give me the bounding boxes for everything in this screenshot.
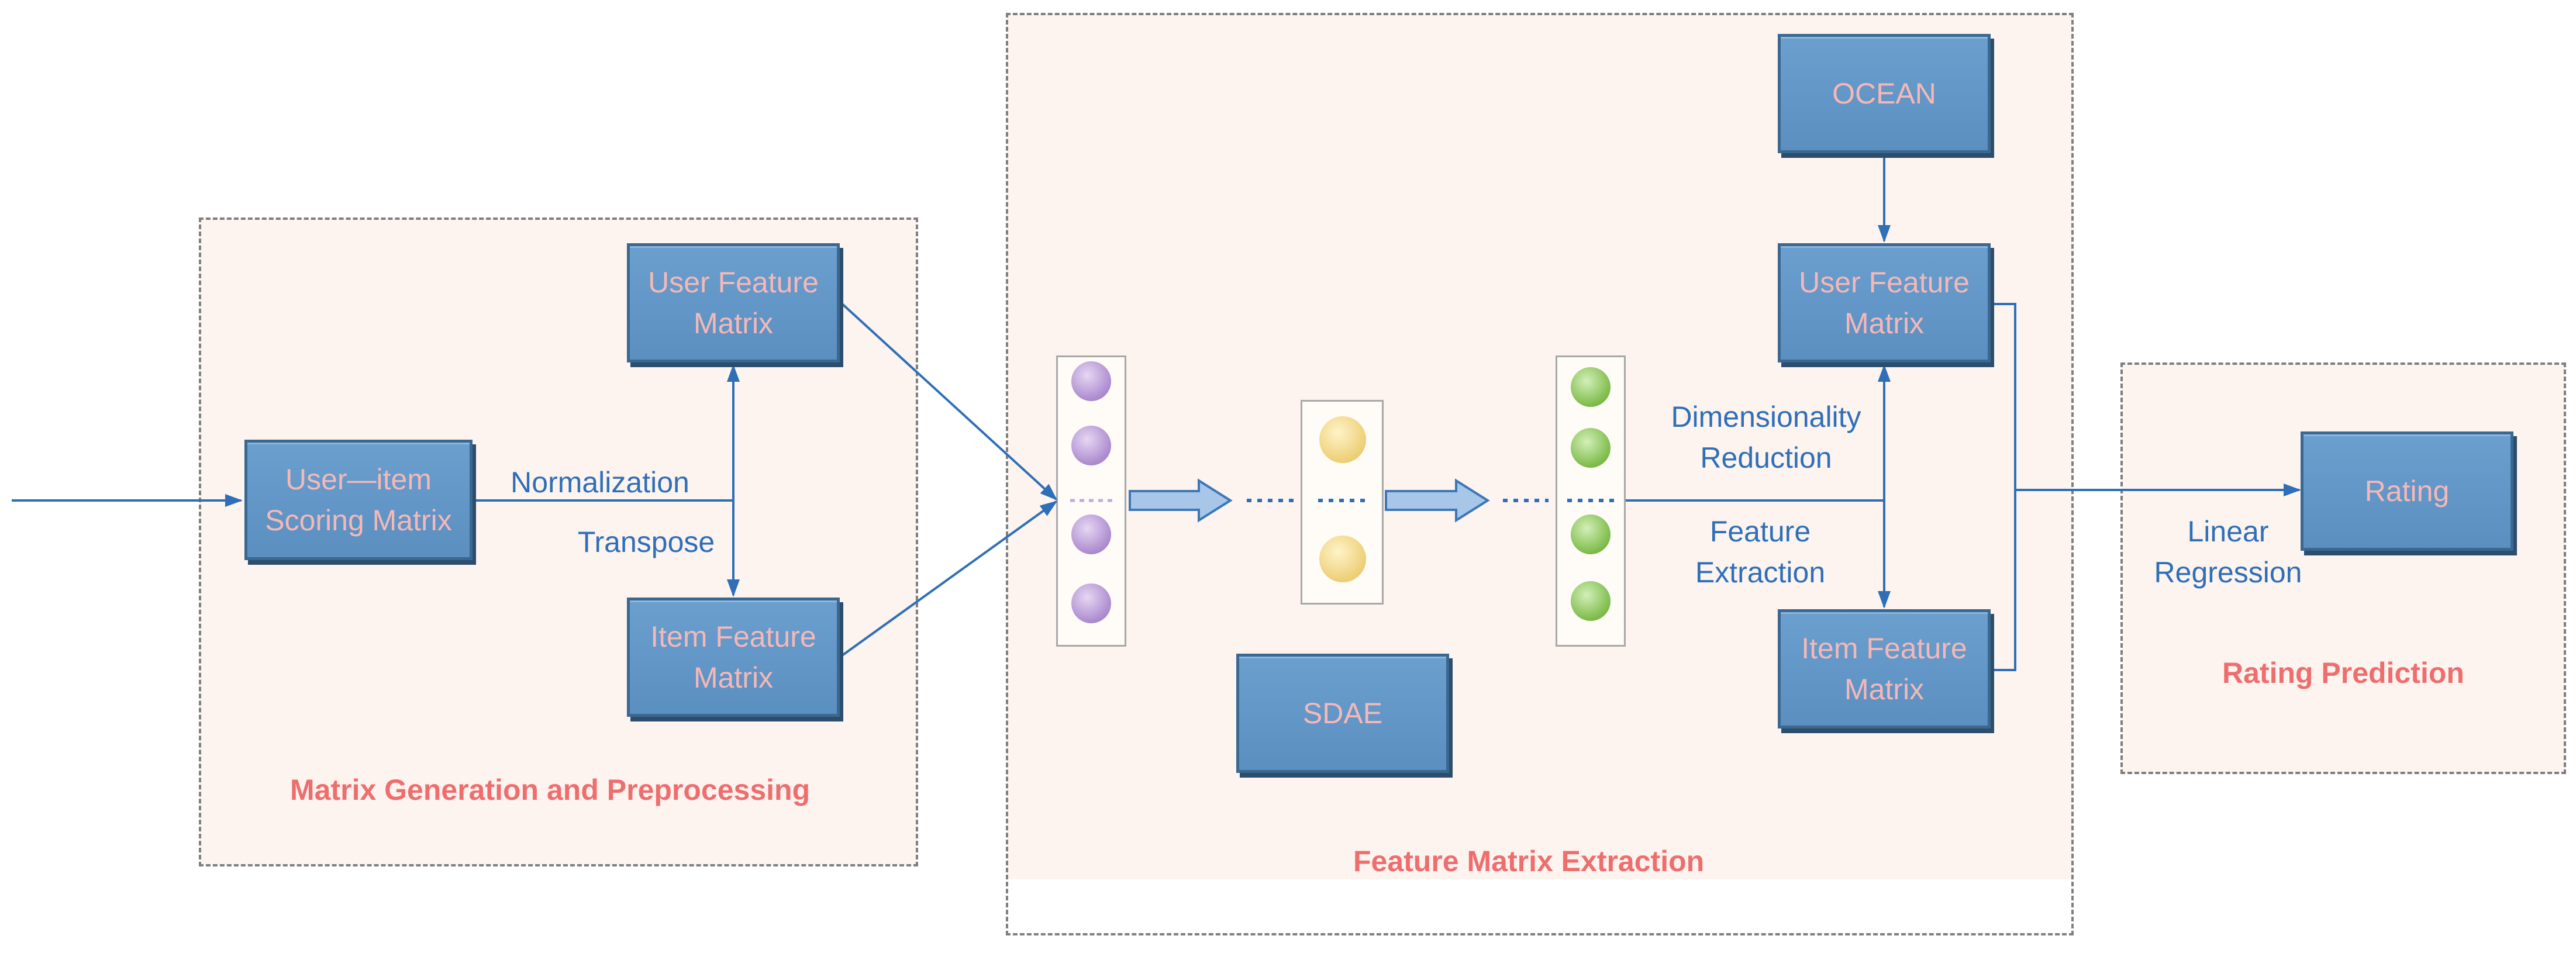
green-node	[1571, 428, 1611, 468]
purple-node	[1071, 361, 1111, 401]
user-to-input-arrow	[839, 301, 1058, 501]
item-feature-matrix-box-right: Item Feature Matrix	[1778, 609, 1991, 728]
user-feature-matrix-box-left: User Feature Matrix	[627, 243, 840, 362]
transpose-label: Transpose	[577, 526, 715, 558]
preprocessing-title: Matrix Generation and Preprocessing	[290, 774, 811, 806]
purple-node	[1071, 583, 1111, 623]
green-node	[1571, 515, 1611, 554]
prediction-panel	[2120, 362, 2566, 774]
sdae-box: SDAE	[1236, 654, 1449, 773]
dimensionality-reduction-label: Dimensionality Reduction	[1671, 400, 1861, 474]
extraction-panel	[1006, 13, 2074, 935]
prediction-title: Rating Prediction	[2222, 657, 2464, 689]
merge-bracket	[1993, 303, 2016, 671]
extraction-title: Feature Matrix Extraction	[1353, 845, 1705, 878]
block-arrow-2	[1385, 478, 1490, 523]
ocean-box: OCEAN	[1778, 34, 1991, 153]
item-to-input-arrow	[839, 500, 1058, 658]
extraction-panel-bg	[1007, 14, 2072, 879]
item-feature-matrix-box-left: Item Feature Matrix	[627, 598, 840, 717]
block-arrow-1	[1129, 478, 1233, 523]
user-feature-matrix-box-right: User Feature Matrix	[1778, 243, 1991, 362]
green-node	[1571, 367, 1611, 407]
purple-node	[1071, 515, 1111, 554]
rating-box: Rating	[2301, 431, 2513, 551]
feature-extraction-label: Feature Extraction	[1695, 515, 1826, 589]
linear-regression-label: Linear Regression	[2154, 515, 2302, 589]
user-item-scoring-matrix-box: User—item Scoring Matrix	[244, 440, 473, 560]
normalization-label: Normalization	[511, 466, 689, 499]
preprocessing-panel	[199, 217, 918, 866]
purple-node	[1071, 426, 1111, 465]
yellow-node	[1319, 416, 1366, 463]
green-node	[1571, 581, 1611, 621]
yellow-node	[1319, 536, 1366, 582]
